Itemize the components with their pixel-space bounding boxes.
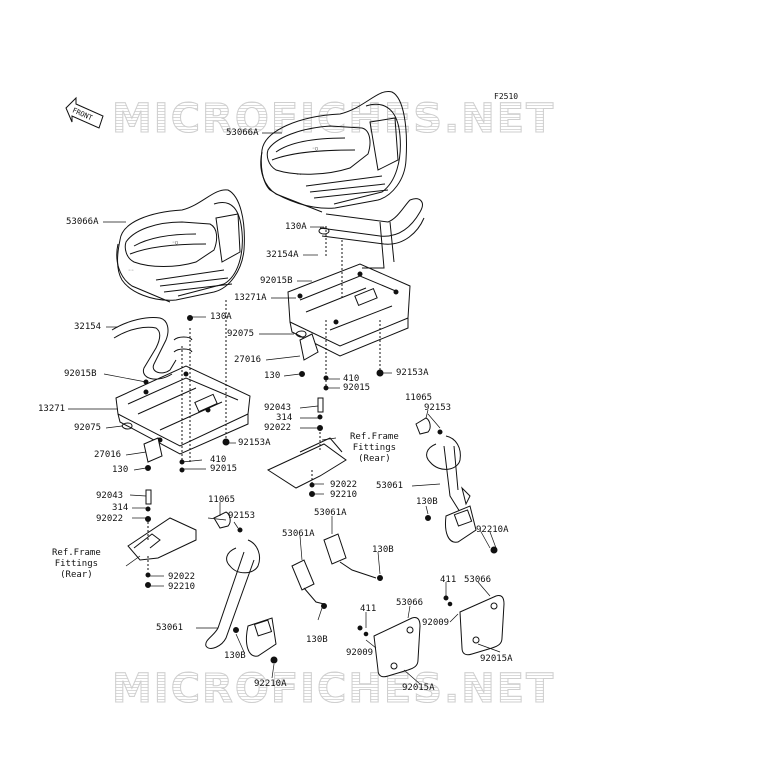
label-53066-right: 53066 (464, 575, 492, 585)
label-92015B-right: 92015B (260, 276, 293, 286)
label-130B-middle-left: 130B (306, 635, 328, 645)
label-53061-right: 53061 (376, 481, 404, 491)
buckle-right (323, 533, 383, 581)
buckle-left (291, 559, 327, 609)
label-13271A: 13271A (234, 293, 267, 303)
front-arrow-icon: FRONT (65, 96, 104, 129)
label-92210A-left: 92210A (254, 679, 287, 689)
label-92009-right: 92009 (422, 618, 450, 628)
label-314-left: 314 (112, 503, 129, 513)
svg-text:◦◦: ◦◦ (296, 172, 302, 178)
label-53066-left: 53066 (396, 598, 424, 608)
svg-text:◦○: ◦○ (172, 240, 178, 246)
label-92153-left: 92153 (228, 511, 256, 521)
label-92022-right-top: 92022 (264, 423, 292, 433)
label-27016-right: 27016 (234, 355, 262, 365)
label-92153A-left: 92153A (238, 438, 271, 448)
label-92075-right: 92075 (227, 329, 255, 339)
label-92153A-right: 92153A (396, 368, 429, 378)
label-92022-right-bottom: 92022 (330, 480, 358, 490)
seat-belt-right (415, 417, 498, 554)
label-92022-left-bottom: 92022 (168, 572, 196, 582)
label-53066A-upper: 53066A (226, 128, 259, 138)
label-11065-right: 11065 (405, 393, 433, 403)
grab-handle-right (318, 198, 425, 269)
label-314-right: 314 (276, 413, 293, 423)
cover-right (443, 595, 505, 656)
label-53061-left: 53061 (156, 623, 184, 633)
seat-belt-left (205, 511, 278, 664)
label-32154: 32154 (74, 322, 102, 332)
seat-left: ◦○ ◦◦ (116, 189, 245, 303)
label-32154A: 32154A (266, 250, 299, 260)
seat-base-left (115, 300, 251, 473)
label-92153-right: 92153 (424, 403, 452, 413)
label-92075-left: 92075 (74, 423, 102, 433)
label-92210-left: 92210 (168, 582, 196, 592)
label-92015-right: 92015 (343, 383, 371, 393)
label-130B-middle-right: 130B (372, 545, 394, 555)
seat-base-right (287, 226, 411, 391)
label-130-right: 130 (264, 371, 281, 381)
label-410-left: 410 (210, 455, 227, 465)
cover-left (357, 617, 421, 678)
ref-frame-fittings-right: Ref.Frame Fittings (Rear) (350, 432, 399, 464)
label-410-right: 410 (343, 374, 360, 384)
label-92210A-right: 92210A (476, 525, 509, 535)
label-92009-left: 92009 (346, 648, 374, 658)
label-92015B-left: 92015B (64, 369, 97, 379)
grab-handle-left (111, 317, 177, 380)
watermark-bottom: MICROFICHES.NET (111, 666, 556, 713)
svg-text:◦○: ◦○ (312, 146, 318, 152)
label-53061A-left: 53061A (282, 529, 315, 539)
label-92043-left: 92043 (96, 491, 124, 501)
label-130B-left: 130B (224, 651, 246, 661)
figure-id: F2510 (494, 92, 519, 101)
label-92022-left-top: 92022 (96, 514, 124, 524)
label-92015-left: 92015 (210, 464, 238, 474)
label-11065-left: 11065 (208, 495, 236, 505)
label-130B-right: 130B (416, 497, 438, 507)
label-130A-right: 130A (285, 222, 307, 232)
label-92015A-left: 92015A (402, 683, 435, 693)
label-411-right: 411 (440, 575, 457, 585)
label-53066A-lower: 53066A (66, 217, 99, 227)
frame-bracket-left (127, 489, 197, 588)
label-27016-left: 27016 (94, 450, 122, 460)
label-53061A-right: 53061A (314, 508, 347, 518)
watermark-top: MICROFICHES.NET (111, 96, 556, 143)
label-130-left: 130 (112, 465, 129, 475)
label-92043-right: 92043 (264, 403, 292, 413)
label-130A-left: 130A (210, 312, 232, 322)
seat-right: ◦○ ◦◦ (260, 91, 407, 213)
ref-frame-fittings-left: Ref.Frame Fittings (Rear) (52, 548, 101, 580)
leader-lines (68, 132, 501, 685)
label-92015A-right: 92015A (480, 654, 513, 664)
label-411-left: 411 (360, 604, 377, 614)
label-92210-right: 92210 (330, 490, 358, 500)
label-13271: 13271 (38, 404, 66, 414)
svg-text:◦◦: ◦◦ (128, 268, 134, 274)
